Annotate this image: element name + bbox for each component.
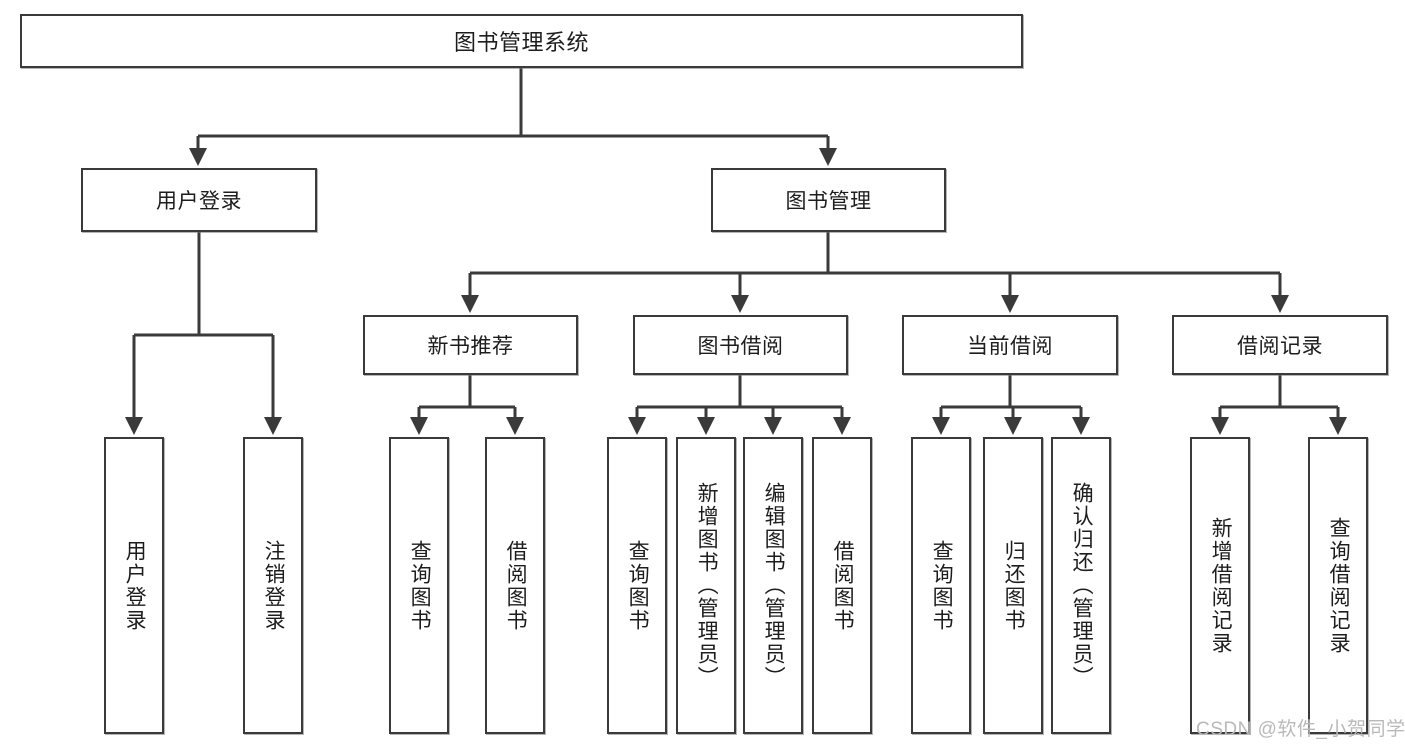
node-edit-book-admin[interactable]: 编辑图书（管理员）: [743, 437, 803, 734]
node-label: 图书借阅: [697, 335, 784, 358]
current-borrow-children-drop-0-arrow-icon: [932, 417, 950, 435]
book-management-drop-1-arrow-icon: [731, 295, 749, 313]
node-user-login-action[interactable]: 用户登录: [104, 437, 164, 734]
user-login-drop-0-arrow-icon: [125, 417, 143, 435]
node-add-borrow-record[interactable]: 新增借阅记录: [1190, 437, 1250, 734]
book-management-drop-0-arrow-icon: [461, 295, 479, 313]
node-return-book[interactable]: 归还图书: [983, 437, 1043, 734]
node-label: 确认归还（管理员）: [1070, 482, 1094, 689]
node-current-borrow[interactable]: 当前借阅: [902, 315, 1118, 375]
node-label: 新增图书（管理员）: [695, 482, 719, 689]
node-borrow-record[interactable]: 借阅记录: [1172, 315, 1388, 375]
node-label: 新书推荐: [427, 335, 514, 358]
node-label: 编辑图书（管理员）: [762, 482, 786, 689]
current-borrow-children-drop-2-arrow-icon: [1072, 417, 1090, 435]
node-new-book-recommend[interactable]: 新书推荐: [363, 315, 578, 375]
node-label: 用户登录: [156, 190, 242, 213]
node-label: 用户登录: [123, 539, 147, 632]
current-borrow-children-drop-1-arrow-icon: [1004, 417, 1022, 435]
node-query-borrow-record[interactable]: 查询借阅记录: [1308, 437, 1368, 734]
node-confirm-return-admin[interactable]: 确认归还（管理员）: [1051, 437, 1111, 734]
root-drop-0-arrow-icon: [189, 148, 207, 166]
node-label: 查询借阅记录: [1327, 516, 1351, 655]
node-label: 图书管理: [785, 190, 872, 213]
book-borrow-children-drop-0-arrow-icon: [628, 417, 646, 435]
node-label: 图书管理系统: [453, 30, 589, 55]
node-query-book-recommend[interactable]: 查询图书: [389, 437, 449, 734]
node-label: 当前借阅: [967, 335, 1053, 358]
node-label: 归还图书: [1002, 539, 1026, 632]
borrow-record-children-drop-1-arrow-icon: [1329, 417, 1347, 435]
new-book-recommend-children-drop-0-arrow-icon: [410, 417, 428, 435]
node-add-book-admin[interactable]: 新增图书（管理员）: [676, 437, 736, 734]
node-label: 借阅图书: [504, 539, 528, 632]
node-user-login[interactable]: 用户登录: [81, 168, 317, 232]
node-label: 查询图书: [408, 539, 432, 632]
book-management-drop-3-arrow-icon: [1271, 295, 1289, 313]
node-book-management[interactable]: 图书管理: [711, 168, 946, 232]
node-label: 新增借阅记录: [1209, 516, 1233, 655]
node-label: 查询图书: [626, 539, 650, 632]
book-borrow-children-drop-2-arrow-icon: [764, 417, 782, 435]
node-borrow-book-recommend[interactable]: 借阅图书: [485, 437, 545, 734]
new-book-recommend-children-drop-1-arrow-icon: [506, 417, 524, 435]
borrow-record-children-drop-0-arrow-icon: [1211, 417, 1229, 435]
node-label: 注销登录: [262, 539, 286, 632]
node-label: 借阅图书: [831, 539, 855, 632]
node-query-book-borrow[interactable]: 查询图书: [607, 437, 667, 734]
book-borrow-children-drop-3-arrow-icon: [833, 417, 851, 435]
node-book-borrow[interactable]: 图书借阅: [633, 315, 848, 375]
node-label: 借阅记录: [1237, 335, 1323, 358]
node-title[interactable]: 图书管理系统: [20, 14, 1023, 68]
node-query-book-current[interactable]: 查询图书: [911, 437, 971, 734]
node-borrow-book-action[interactable]: 借阅图书: [812, 437, 872, 734]
book-management-drop-2-arrow-icon: [1001, 295, 1019, 313]
node-logout-action[interactable]: 注销登录: [243, 437, 303, 734]
root-drop-1-arrow-icon: [819, 148, 837, 166]
node-label: 查询图书: [930, 539, 954, 632]
user-login-drop-1-arrow-icon: [264, 417, 282, 435]
book-borrow-children-drop-1-arrow-icon: [697, 417, 715, 435]
